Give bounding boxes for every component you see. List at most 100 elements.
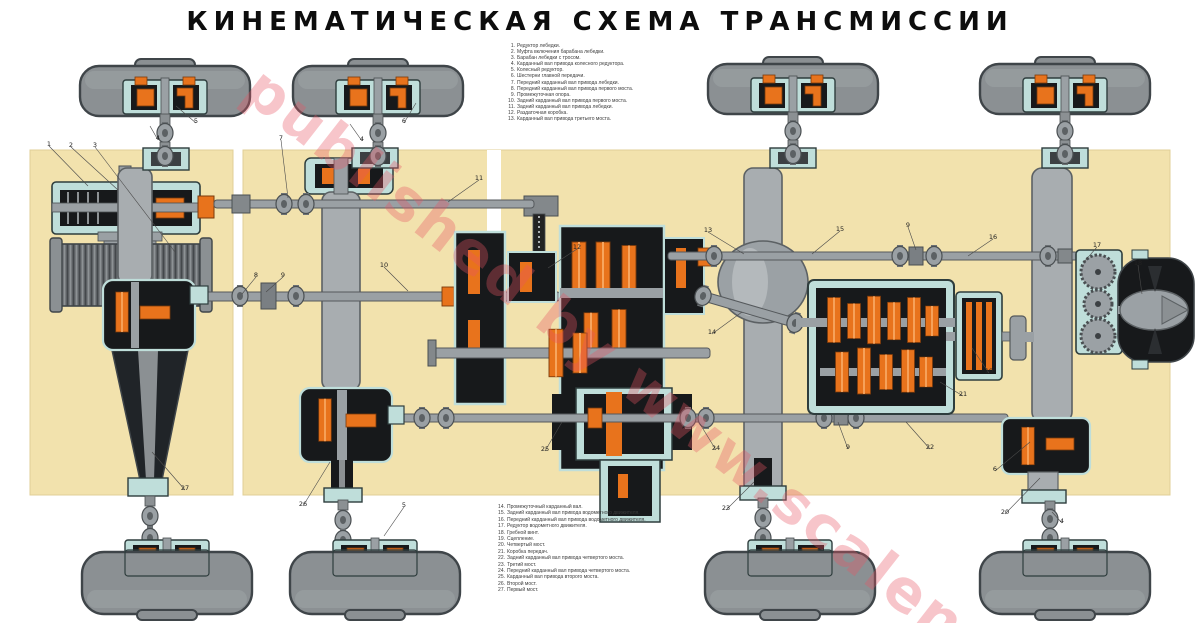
legend-top: 1.Редуктор лебедки.2.Муфта включения бар… — [504, 43, 633, 122]
legend-item: 13.Карданный вал привода третьего моста. — [504, 116, 633, 122]
wheel-axle2-right — [288, 536, 462, 622]
legend-item: 23.Третий мост. — [494, 562, 646, 568]
legend-number: 9. — [510, 91, 515, 98]
legend-label: Передний карданный вал привода четвертог… — [507, 568, 631, 575]
legend-number: 4. — [510, 61, 515, 68]
wheel-axle3-left — [708, 57, 878, 165]
legend-number: 17. — [498, 523, 505, 530]
shaft-intermediate — [691, 282, 807, 337]
legend-number: 25. — [498, 574, 505, 581]
legend-label: Передний карданный вал привода первого м… — [517, 85, 634, 92]
legend-item: 11.Задний карданный вал привода лебедки. — [504, 104, 633, 110]
legend-item: 21.Коробка передач. — [494, 549, 646, 555]
legend-number: 6. — [510, 73, 515, 80]
legend-number: 21. — [498, 548, 505, 555]
legend-label: Колесный редуктор. — [517, 67, 564, 74]
legend-number: 1. — [510, 43, 515, 49]
legend-number: 13. — [508, 116, 515, 123]
legend-number: 26. — [498, 580, 505, 587]
legend-item: 10.Задний карданный вал привода первого … — [504, 98, 633, 104]
legend-item: 20.Четвертый мост. — [494, 542, 646, 548]
legend-number: 5. — [510, 67, 515, 74]
legend-item: 12.Раздаточная коробка. — [504, 110, 633, 116]
legend-label: Карданный вал привода третьего моста. — [517, 116, 612, 123]
legend-label: Передний карданный вал привода лебедки. — [517, 79, 619, 86]
legend-number: 3. — [510, 55, 515, 62]
legend-label: Барабан лебедки с тросом. — [517, 55, 581, 62]
legend-number: 7. — [510, 79, 515, 86]
legend-item: 6.Шестерни главной передачи. — [504, 73, 633, 79]
legend-item: 7.Передний карданный вал привода лебедки… — [504, 80, 633, 86]
legend-label: Промежуточная опора. — [517, 91, 571, 98]
lower-joint-columns — [141, 495, 1059, 552]
legend-item: 26.Второй мост. — [494, 581, 646, 587]
legend-label: Первый мост. — [507, 587, 539, 594]
legend-label: Сцепление. — [507, 536, 535, 543]
legend-label: Редуктор лебедки. — [517, 43, 561, 49]
intermediate-support — [260, 282, 277, 310]
legend-item: 25.Карданный вал привода второго моста. — [494, 574, 646, 580]
legend-number: 11. — [508, 103, 515, 110]
legend-number: 18. — [498, 529, 505, 536]
axle4-column — [1031, 167, 1073, 423]
legend-item: 22.Задний карданный вал привода четверто… — [494, 555, 646, 561]
legend-number: 2. — [510, 49, 515, 56]
axle2-final-drive — [298, 386, 405, 494]
winch-coupling — [197, 195, 215, 219]
legend-label: Раздаточная коробка. — [517, 110, 568, 117]
legend-label: Третий мост. — [507, 561, 537, 568]
legend-label: Шестерни главной передачи. — [517, 73, 585, 80]
legend-item: 4.Карданный вал привода колесного редукт… — [504, 61, 633, 67]
legend-item: 9.Промежуточная опора. — [504, 92, 633, 98]
legend-item: 19.Сцепление. — [494, 536, 646, 542]
legend-number: 23. — [498, 561, 505, 568]
legend-number: 27. — [498, 587, 505, 594]
legend-item: 14.Промежуточный карданный вал. — [494, 504, 646, 510]
legend-item: 18.Гребной винт. — [494, 530, 646, 536]
waterjet-propeller — [1117, 249, 1195, 370]
legend-item: 8.Передний карданный вал привода первого… — [504, 86, 633, 92]
legend-item: 3.Барабан лебедки с тросом. — [504, 55, 633, 61]
legend-number: 15. — [498, 510, 505, 517]
legend-label: Карданный вал привода колесного редуктор… — [517, 61, 625, 68]
legend-label: Задний карданный вал привода четвертого … — [507, 555, 625, 562]
legend-label: Муфта включения барабана лебедки. — [517, 49, 605, 56]
legend-bottom: 14.Промежуточный карданный вал.15.Задний… — [494, 504, 646, 594]
legend-number: 22. — [498, 555, 505, 562]
legend-item: 1.Редуктор лебедки. — [504, 43, 633, 49]
legend-number: 19. — [498, 536, 505, 543]
legend-number: 10. — [508, 97, 515, 104]
legend-item: 17.Редуктор водометного движителя. — [494, 523, 646, 529]
wheel-axle4-right — [978, 536, 1152, 622]
wheel-axle1-right — [80, 536, 254, 622]
legend-label: Коробка передач. — [507, 548, 549, 555]
legend-label: Второй мост. — [507, 580, 537, 587]
legend-item: 2.Муфта включения барабана лебедки. — [504, 49, 633, 55]
crankshaft-stub — [1001, 315, 1034, 361]
legend-item: 27.Первый мост. — [494, 587, 646, 593]
wheel-axle4-left — [980, 57, 1150, 165]
legend-item: 24.Передний карданный вал привода четвер… — [494, 568, 646, 574]
legend-item: 15.Задний карданный вал привода водометн… — [494, 510, 646, 516]
legend-number: 20. — [498, 542, 505, 549]
legend-label: Передний карданный вал привода водометно… — [507, 516, 646, 523]
legend-item: 16.Передний карданный вал привода водоме… — [494, 517, 646, 523]
legend-label: Задний карданный вал привода лебедки. — [517, 103, 613, 110]
waterjet-reducer — [1075, 249, 1123, 355]
legend-label: Редуктор водометного движителя. — [507, 523, 587, 530]
legend-label: Задний карданный вал привода первого мос… — [517, 97, 628, 104]
gearbox — [796, 279, 966, 415]
legend-label: Четвертый мост. — [507, 542, 546, 549]
legend-number: 8. — [510, 85, 515, 92]
legend-number: 16. — [498, 516, 505, 523]
legend-item: 5.Колесный редуктор. — [504, 67, 633, 73]
legend-number: 12. — [508, 110, 515, 117]
legend-label: Карданный вал привода второго моста. — [507, 574, 599, 581]
axle1-final-drive — [101, 278, 209, 352]
legend-label: Гребной винт. — [507, 529, 539, 536]
legend-label: Задний карданный вал привода водометного… — [507, 510, 640, 517]
poster-title: КИНЕМАТИЧЕСКАЯ СХЕМА ТРАНСМИССИИ — [186, 7, 1014, 37]
legend-number: 24. — [498, 568, 505, 575]
